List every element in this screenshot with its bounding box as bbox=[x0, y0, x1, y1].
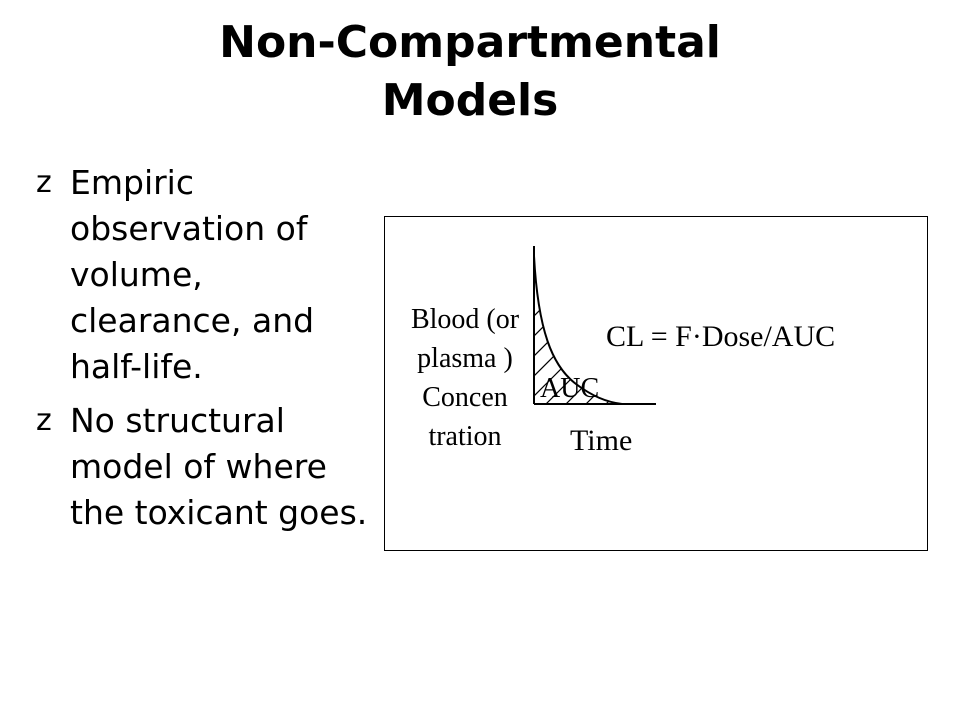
bullet-list: z Empiric observation of volume, clearan… bbox=[36, 160, 376, 544]
bullet-text: Empiric observation of volume, clearance… bbox=[70, 163, 315, 386]
title-line-2: Models bbox=[381, 75, 559, 126]
clearance-equation: CL = F·Dose/AUC bbox=[606, 320, 836, 353]
diagram-frame bbox=[384, 216, 928, 551]
bullet-text: No structural model of where the toxican… bbox=[70, 401, 368, 532]
bullet-item: z Empiric observation of volume, clearan… bbox=[36, 160, 376, 390]
auc-label: AUC bbox=[540, 373, 600, 404]
title-line-1: Non-Compartmental bbox=[219, 17, 721, 68]
y-axis-label: Blood (or plasma ) Concen tration bbox=[410, 304, 520, 452]
slide-title: Non-Compartmental Models bbox=[120, 14, 820, 130]
bullet-marker-icon: z bbox=[36, 403, 52, 438]
bullet-marker-icon: z bbox=[36, 165, 52, 200]
bullet-item: z No structural model of where the toxic… bbox=[36, 398, 376, 536]
decay-curve bbox=[533, 255, 623, 405]
x-axis-label: Time bbox=[570, 424, 633, 457]
